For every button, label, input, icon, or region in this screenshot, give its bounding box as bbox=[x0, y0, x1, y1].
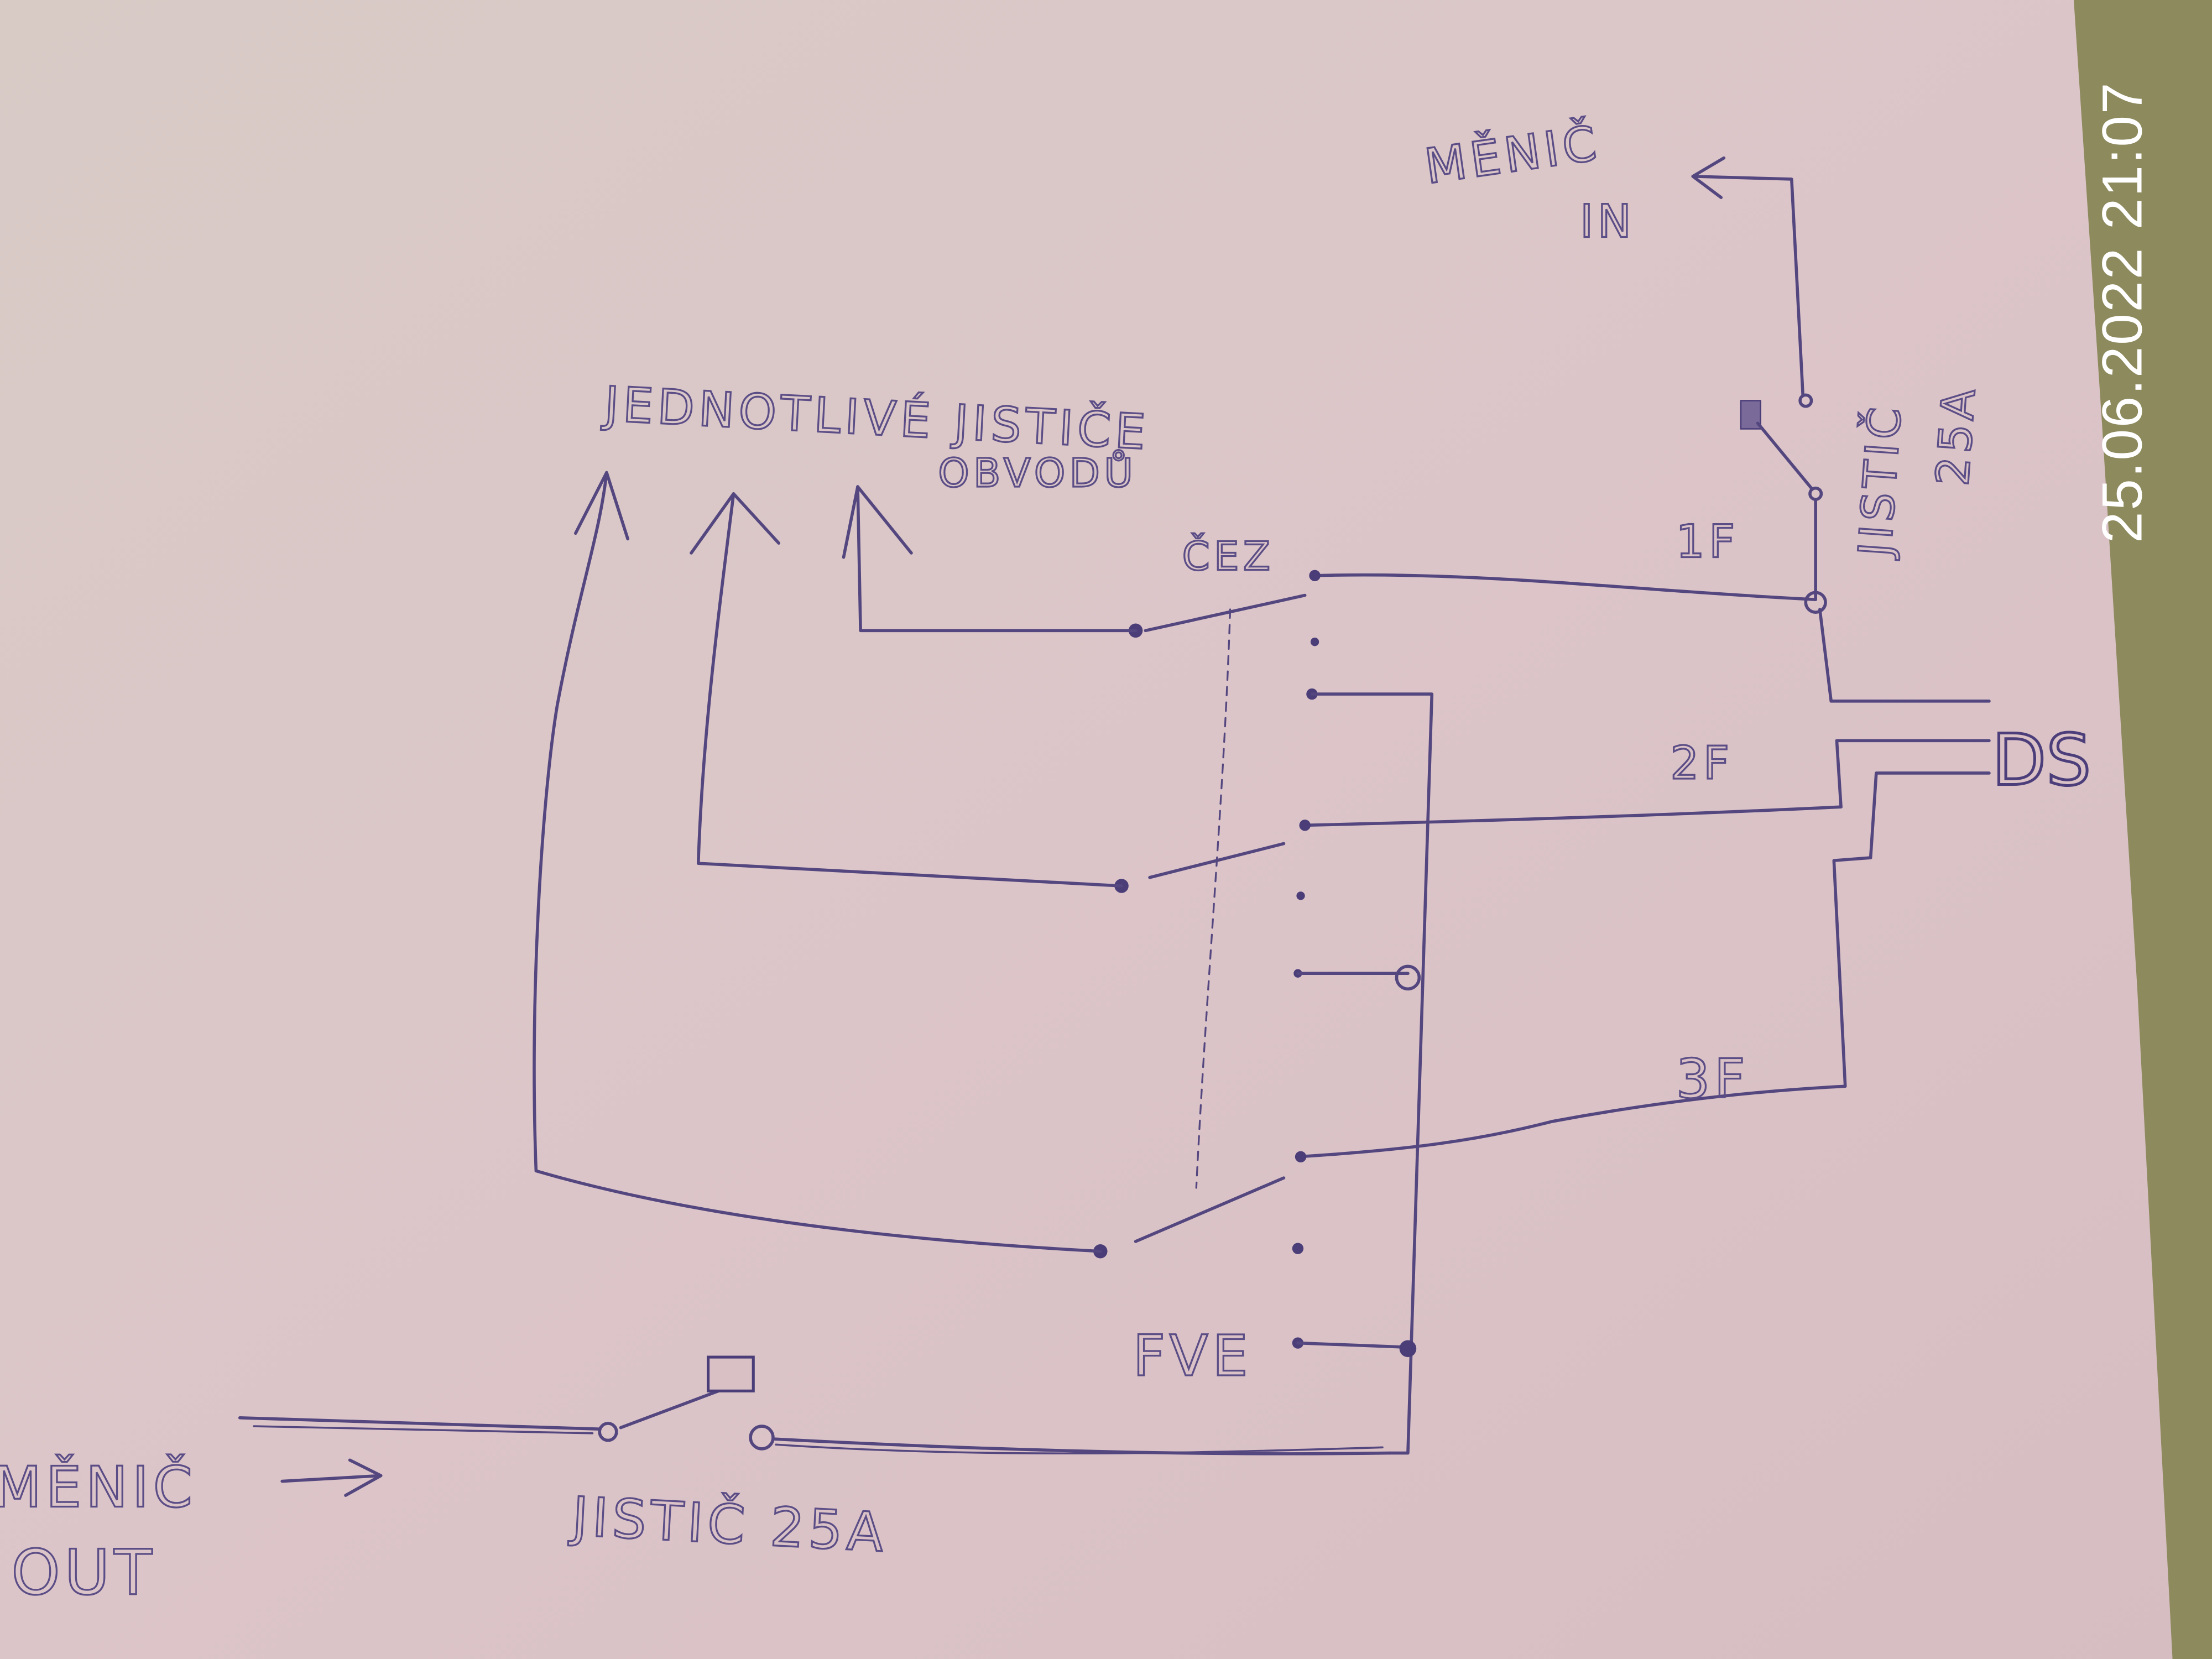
label-grid: ČEZ bbox=[1182, 533, 1275, 580]
label-phase-1: 1F bbox=[1676, 516, 1739, 568]
label-inverter-in-2: IN bbox=[1580, 196, 1635, 248]
inverter-out-line bbox=[238, 1355, 1391, 1497]
label-breaker-top: JISTIČ bbox=[1848, 401, 1912, 561]
circuits-title-2: OBVODŮ bbox=[938, 450, 1137, 496]
label-ds: DS bbox=[1992, 719, 2091, 801]
arrow-right-icon bbox=[280, 1458, 383, 1497]
label-inverter-out-2: OUT bbox=[11, 1537, 156, 1609]
photo-timestamp: 25.06.2022 21:07 bbox=[2090, 81, 2153, 543]
breaker-handle-icon bbox=[1740, 400, 1761, 430]
inverter-in-line bbox=[1691, 156, 1827, 614]
label-phase-3: 3F bbox=[1676, 1048, 1750, 1110]
breaker-handle-icon bbox=[707, 1355, 755, 1392]
label-phase-2: 2F bbox=[1670, 737, 1733, 790]
label-inverter-out: MĚNIČ bbox=[0, 1454, 197, 1520]
circuit-outputs bbox=[533, 471, 1307, 1259]
contact-column bbox=[1292, 570, 1434, 1455]
label-fve: FVE bbox=[1133, 1323, 1252, 1389]
label-breaker-top-2: 25A bbox=[1927, 383, 1986, 488]
phase-wiring bbox=[1296, 573, 1991, 1159]
